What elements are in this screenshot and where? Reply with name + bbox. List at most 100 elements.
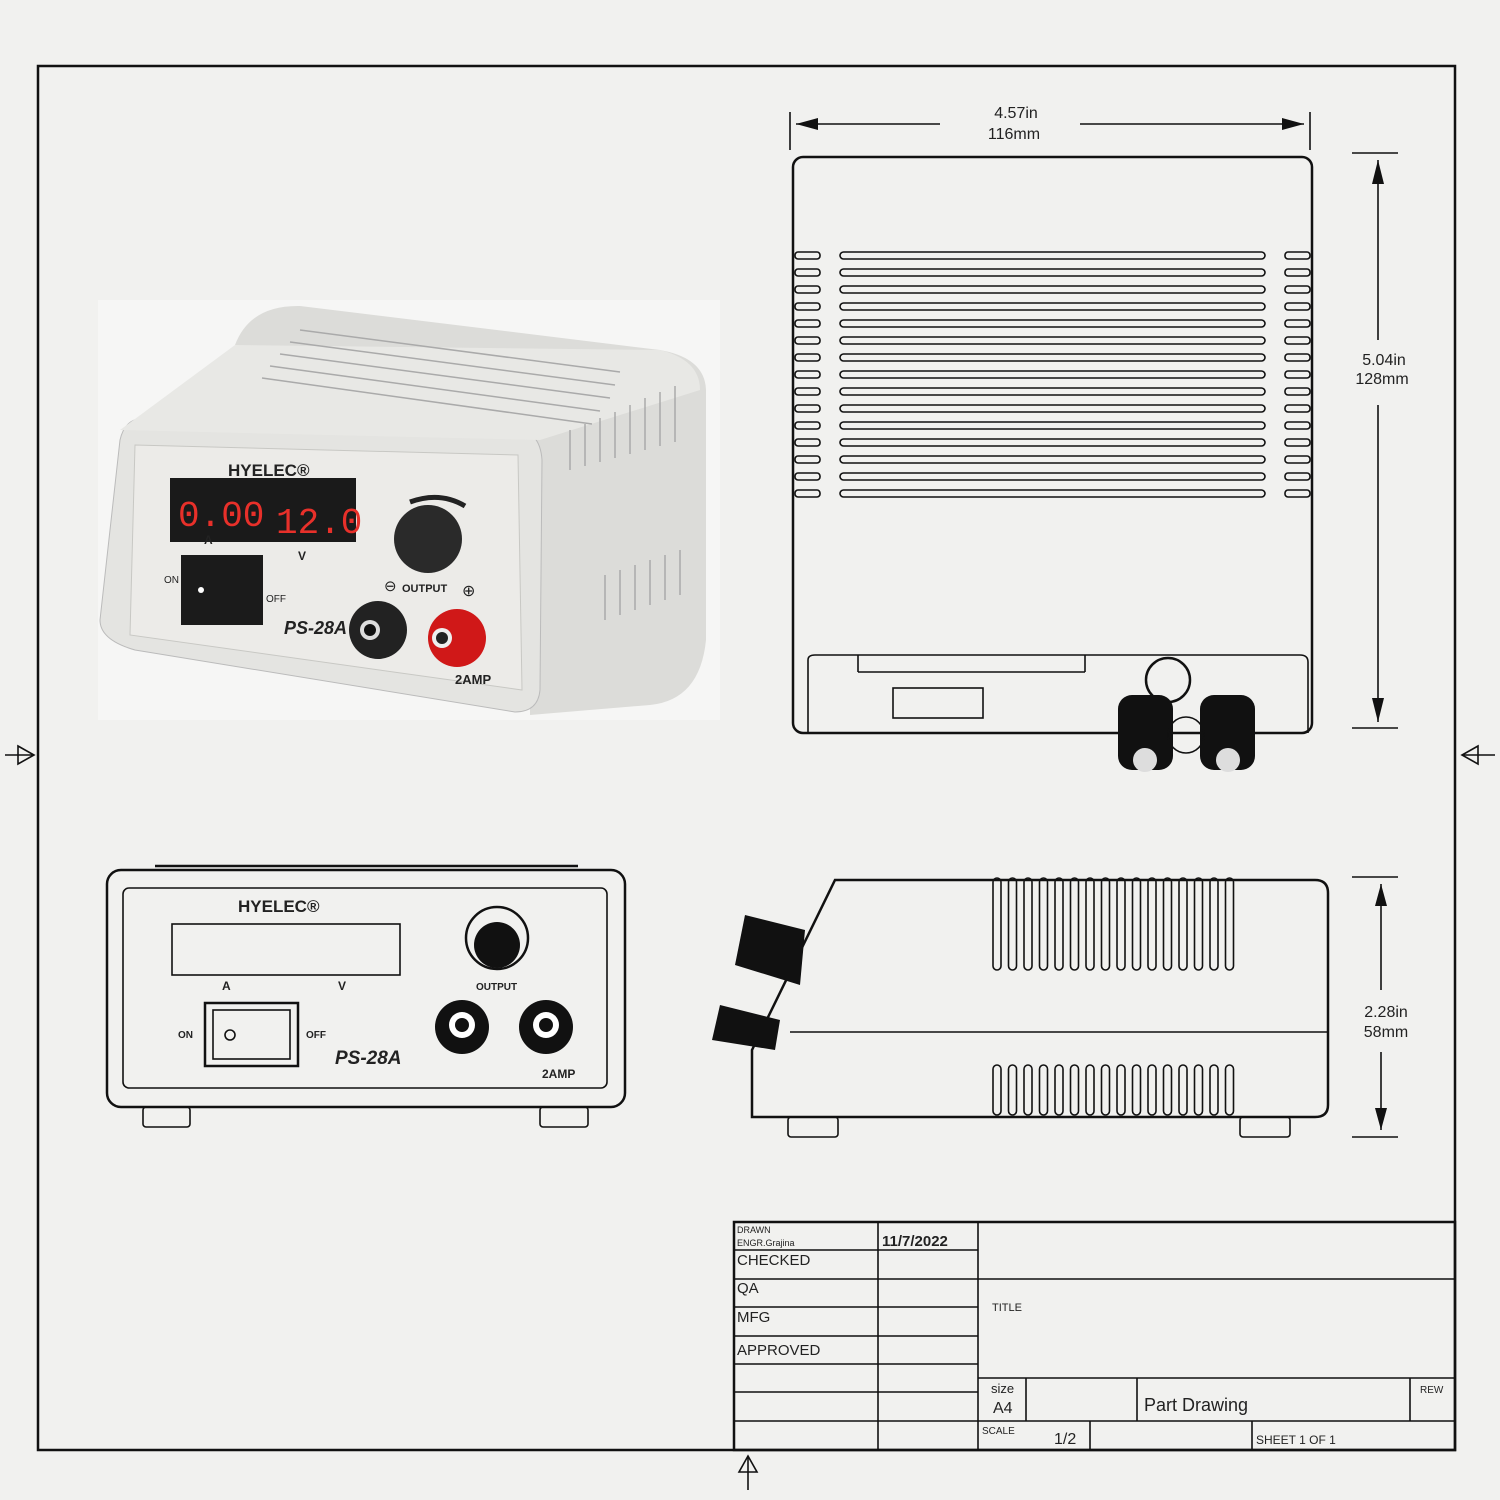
side-vent-slot [1162,877,1173,971]
side-vent-slot [1193,1064,1204,1116]
vent-slot [794,353,821,362]
side-vent-slot [1147,877,1157,971]
side-vent-slot [1209,1064,1219,1116]
size-label: size [991,1381,1014,1396]
side-vent-slot [1131,1064,1142,1116]
vent-slot [794,302,821,311]
minus-symbol: ⊖ [384,578,397,595]
vent-slot [839,472,1266,481]
front-off-label: OFF [306,1030,326,1041]
center-mark-bottom [737,1454,759,1490]
side-vent-slot [1085,1064,1095,1116]
approved-label: APPROVED [737,1342,821,1359]
side-vent-slot [1224,1064,1235,1116]
vent-slot [839,285,1266,294]
width-mm: 116mm [988,126,1040,143]
side-vent-slot [1023,1064,1033,1116]
vent-slot [1284,285,1311,294]
front-display [171,923,401,976]
sheet-number: SHEET 1 OF 1 [1256,1433,1336,1447]
height-mm: 58mm [1364,1024,1408,1041]
height-in: 2.28in [1364,1004,1408,1021]
side-vent-slot [1038,877,1049,971]
vent-slot [794,268,821,277]
width-in: 4.57in [994,105,1038,122]
vent-slot [1284,251,1311,260]
side-vent-slot [1193,877,1204,971]
model-label: PS-28A [284,618,347,638]
vent-slot [1284,370,1311,379]
vent-slot [839,268,1266,277]
side-vent-slot [1100,1064,1111,1116]
vent-slot [839,387,1266,396]
side-view [712,877,1330,1138]
vent-slot [1284,387,1311,396]
vent-slot [839,251,1266,260]
part-name: Part Drawing [1144,1395,1248,1415]
size-value: A4 [993,1400,1013,1417]
front-unit-a: A [222,979,231,993]
side-vent-slot [992,877,1002,971]
side-vent-slot [1007,877,1018,971]
side-vent-slot [1224,877,1235,971]
vent-slot [794,489,821,498]
width-dimension: 4.57in 116mm [789,105,1311,150]
vent-slot [839,353,1266,362]
front-brand-label: HYELEC® [238,897,320,916]
side-vent-slot [1007,1064,1018,1116]
vent-slot [839,455,1266,464]
vent-slot [839,438,1266,447]
mfg-label: MFG [737,1309,770,1326]
rev-label: REW [1420,1385,1444,1396]
vent-slot [1284,404,1311,413]
vent-slot [839,489,1266,498]
side-vent-slot [1069,1064,1080,1116]
positive-terminal [428,609,486,667]
unit-v-label: V [298,549,306,563]
vent-slot [794,387,821,396]
front-output-label: OUTPUT [476,982,517,993]
height-dimension: 2.28in 58mm [1352,876,1408,1138]
side-vent-slot [1038,1064,1049,1116]
current-readout: 0.00 [178,496,264,537]
vent-slot [1284,421,1311,430]
vent-slot [794,404,821,413]
side-vent-slot [1054,877,1064,971]
vent-slot [839,421,1266,430]
voltage-readout: 12.0 [276,503,362,544]
vent-slot [794,370,821,379]
top-view [791,155,1314,772]
vent-slot [794,472,821,481]
vent-slot [1284,472,1311,481]
center-mark-right [1460,744,1495,766]
title-label: TITLE [992,1302,1022,1314]
side-vent-slot [1178,877,1188,971]
plus-symbol: ⊕ [462,583,475,600]
front-view: HYELEC® A V ON OFF OUTPUT PS-28A 2AMP [105,864,627,1128]
side-vent-slot [1069,877,1080,971]
power-switch [181,555,263,625]
output-label: OUTPUT [402,583,448,595]
vent-slot [839,336,1266,345]
switch-on-label: ON [164,575,179,586]
engineer-name: ENGR.Grajina [737,1238,795,1248]
title-block: DRAWN ENGR.Grajina 11/7/2022 CHECKED QA … [732,1220,1457,1452]
depth-dimension: 5.04in 128mm [1352,152,1409,729]
vent-slot [1284,489,1311,498]
vent-slot [1284,438,1311,447]
side-vent-slot [1209,877,1219,971]
vent-slot [839,404,1266,413]
front-rating-label: 2AMP [542,1067,575,1081]
side-vent-slot [1178,1064,1188,1116]
vent-slot [1284,302,1311,311]
side-vent-slot [1085,877,1095,971]
output-knob [394,505,462,573]
side-vent-slot [1116,877,1126,971]
depth-mm: 128mm [1355,371,1408,388]
drawn-date: 11/7/2022 [882,1233,948,1250]
unit-a-label: A [204,533,213,547]
vent-slot [839,319,1266,328]
product-photo: HYELEC® 0.00 12.0 A V ON OFF PS-28A ⊖ OU… [98,300,720,720]
side-vent-slot [1100,877,1111,971]
